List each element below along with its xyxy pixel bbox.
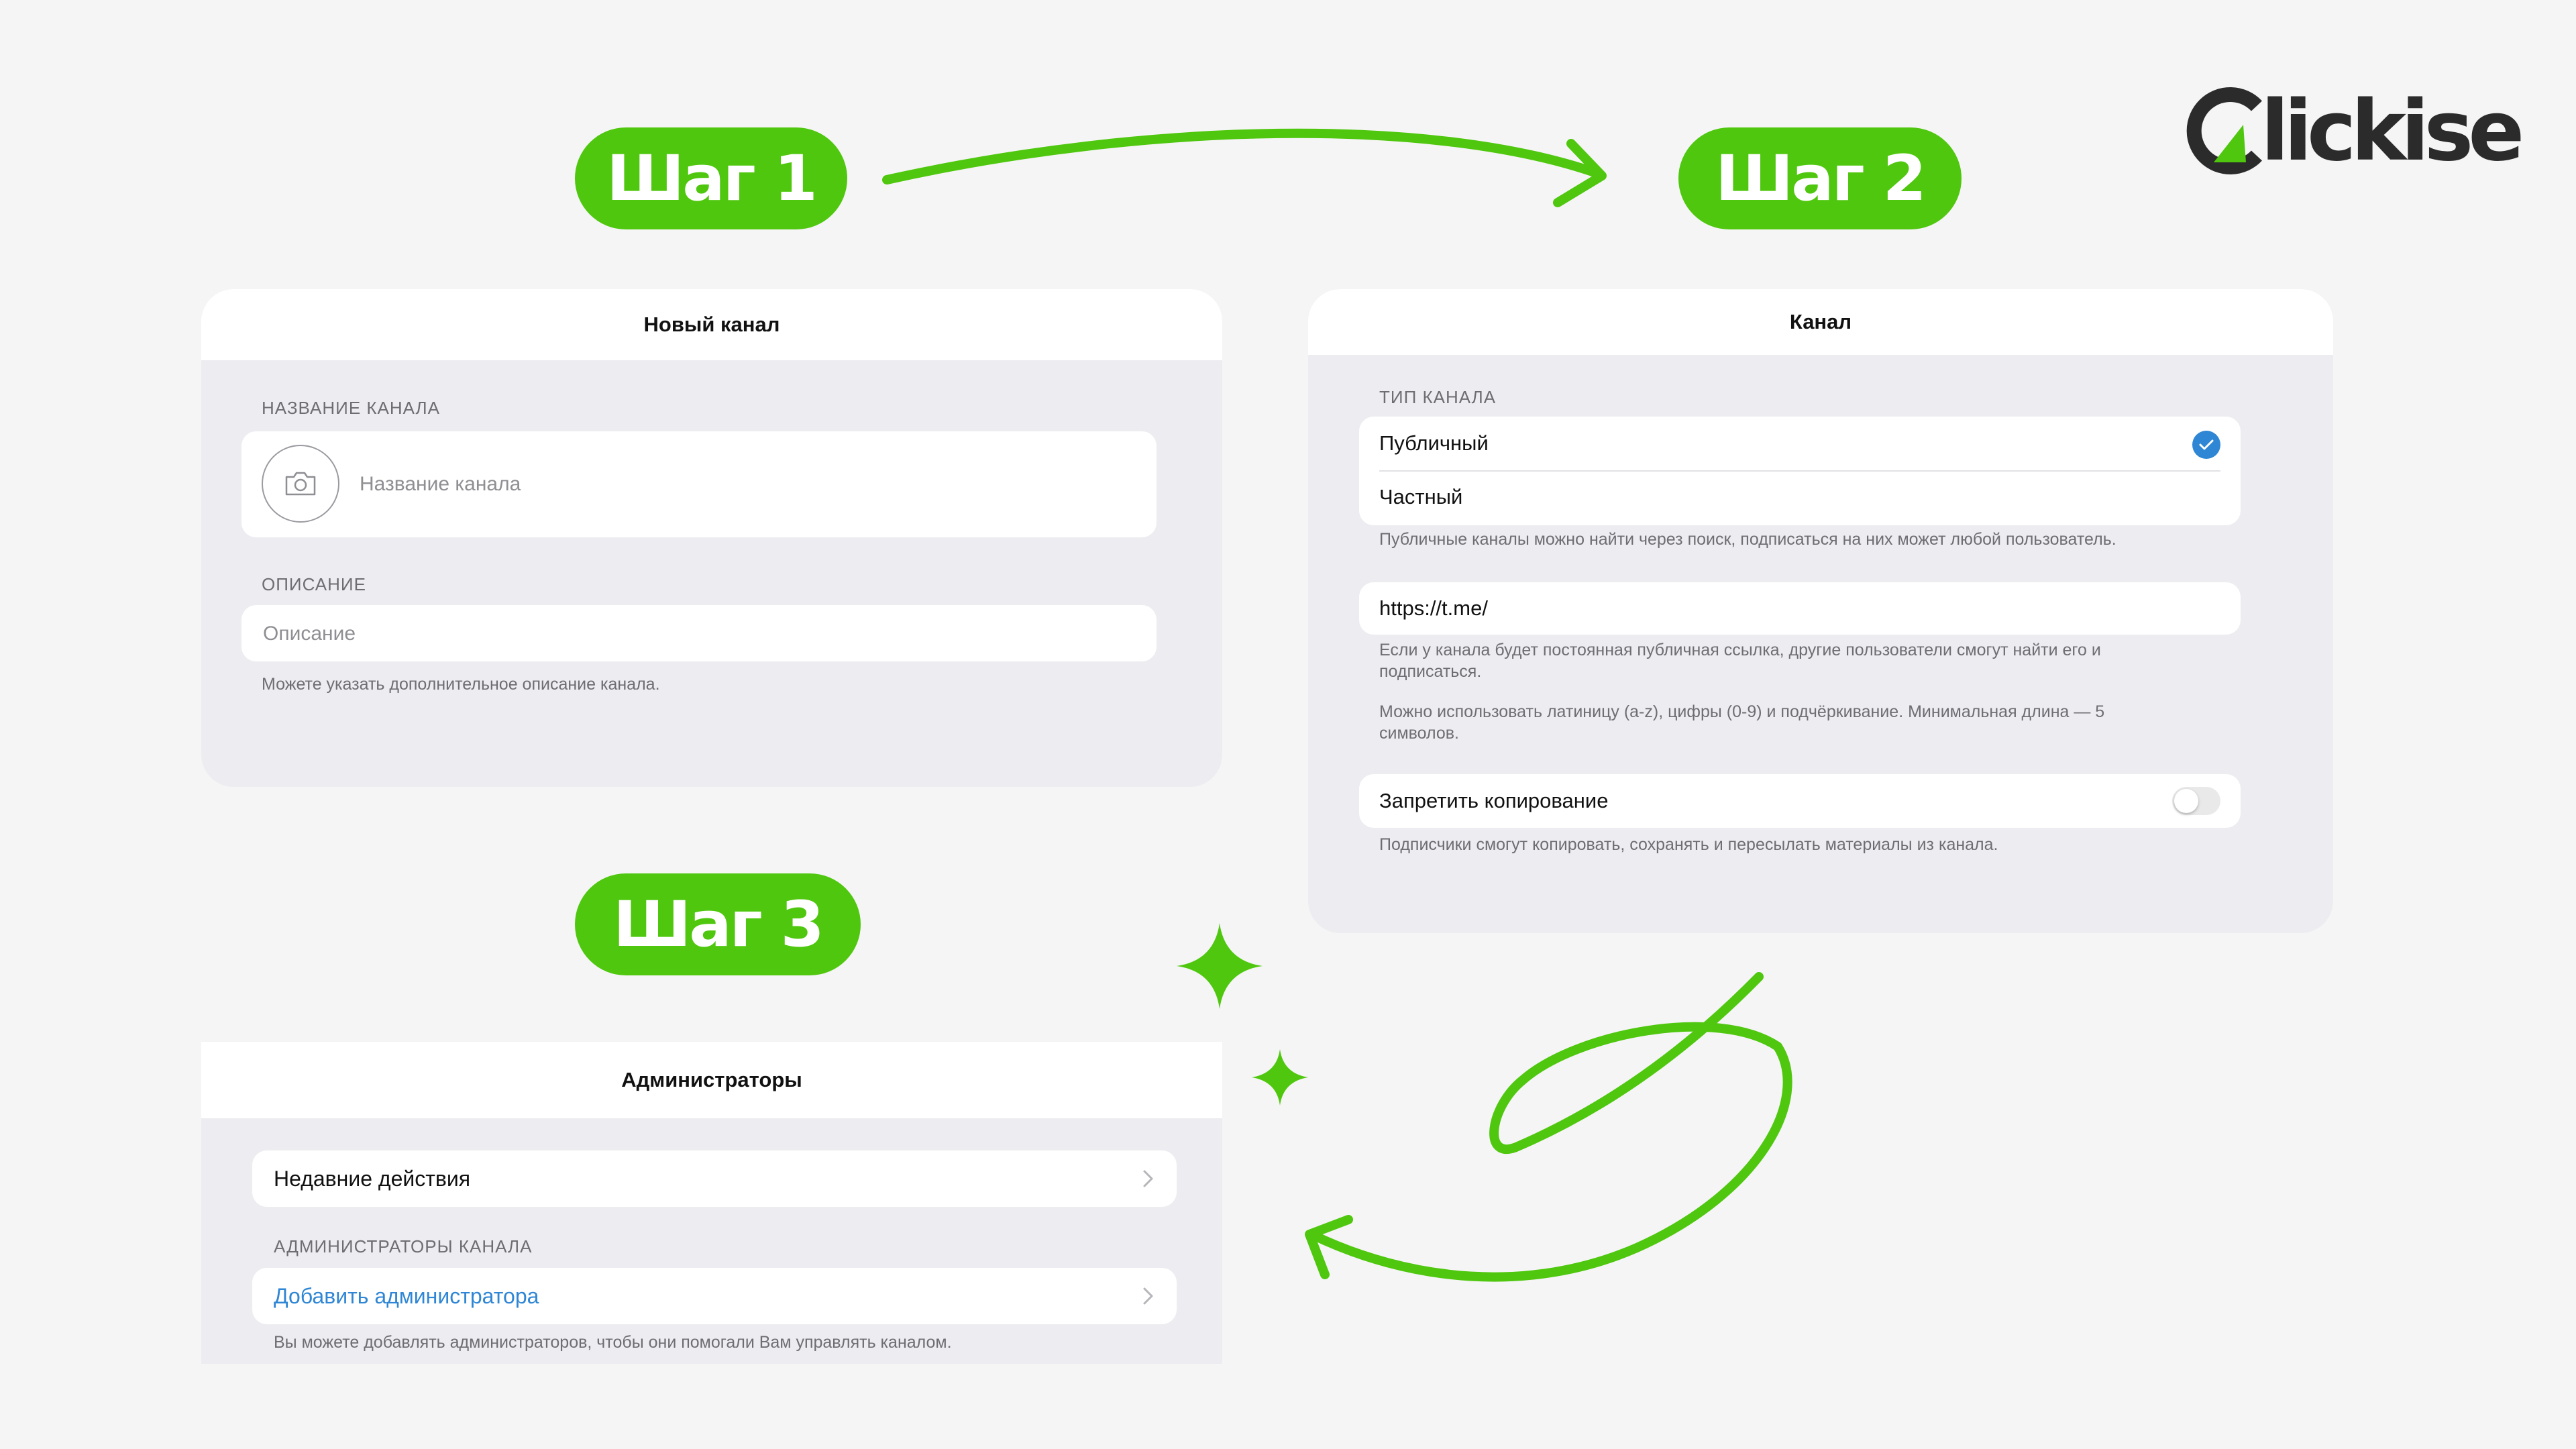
- link-hint-2-line-1: Можно использовать латиницу (a-z), цифры…: [1379, 702, 2105, 721]
- description-hint: Можете указать дополнительное описание к…: [262, 675, 660, 694]
- step-3-badge: Шаг 3: [575, 873, 861, 975]
- channel-name-input[interactable]: Название канала: [360, 473, 521, 495]
- loop-arrow-icon: [1305, 972, 1792, 1282]
- public-link-input[interactable]: https://t.me/: [1379, 596, 1488, 620]
- toggle-knob: [2174, 789, 2198, 813]
- channel-settings-panel: Канал ТИП КАНАЛА Публичный Частный Публи…: [1308, 289, 2333, 933]
- option-private[interactable]: Частный: [1379, 485, 1463, 508]
- description-card: Описание: [241, 605, 1157, 661]
- step-2-badge: Шаг 2: [1678, 127, 1962, 229]
- admins-section-label: АДМИНИСТРАТОРЫ КАНАЛА: [274, 1236, 533, 1256]
- sparkle-icon: [1177, 923, 1263, 1009]
- restrict-copy-hint: Подписчики смогут копировать, сохранять …: [1379, 835, 1998, 854]
- description-input[interactable]: Описание: [263, 623, 356, 645]
- description-section-label: ОПИСАНИЕ: [262, 574, 366, 594]
- option-public[interactable]: Публичный: [1379, 431, 1489, 455]
- recent-actions-label: Недавние действия: [274, 1167, 471, 1191]
- link-hint-1-line-1: Если у канала будет постоянная публичная…: [1379, 641, 2101, 659]
- administrators-panel: Администраторы Недавние действия АДМИНИС…: [201, 1042, 1222, 1364]
- link-hint-2-line-2: символов.: [1379, 724, 1460, 743]
- logo-wordmark: lickise: [2261, 83, 2524, 180]
- step-1-badge: Шаг 1: [575, 127, 847, 229]
- new-channel-title: Новый канал: [201, 289, 1222, 360]
- chevron-right-icon: [1143, 1170, 1153, 1187]
- restrict-copy-label: Запретить копирование: [1379, 789, 1609, 812]
- sparkle-icon: [1252, 1049, 1308, 1106]
- new-channel-panel: Новый канал НАЗВАНИЕ КАНАЛА Название кан…: [201, 289, 1222, 787]
- arrow-icon: [882, 128, 1607, 207]
- link-hint-1-line-2: подписаться.: [1379, 662, 1482, 681]
- public-link-card: https://t.me/: [1359, 582, 2241, 635]
- checkmark-icon: [2192, 431, 2220, 459]
- logo-mark-icon: [2186, 87, 2262, 174]
- camera-icon[interactable]: [262, 445, 339, 523]
- restrict-copy-card: Запретить копирование: [1359, 774, 2241, 828]
- channel-name-section-label: НАЗВАНИЕ КАНАЛА: [262, 398, 440, 418]
- channel-type-section-label: ТИП КАНАЛА: [1379, 387, 1497, 407]
- divider: [1379, 470, 2220, 472]
- admins-hint: Вы можете добавлять администраторов, что…: [274, 1333, 952, 1352]
- recent-actions-row[interactable]: Недавние действия: [252, 1150, 1177, 1207]
- administrators-title: Администраторы: [201, 1042, 1222, 1118]
- channel-type-card: Публичный Частный: [1359, 417, 2241, 525]
- add-admin-row[interactable]: Добавить администратора: [252, 1268, 1177, 1324]
- channel-name-card: Название канала: [241, 431, 1157, 537]
- restrict-copy-toggle[interactable]: [2172, 787, 2220, 815]
- channel-type-hint: Публичные каналы можно найти через поиск…: [1379, 530, 2116, 549]
- channel-settings-title: Канал: [1308, 289, 2333, 355]
- chevron-right-icon: [1143, 1287, 1153, 1305]
- add-admin-button[interactable]: Добавить администратора: [274, 1284, 539, 1308]
- clickise-logo: lickise: [2182, 80, 2524, 181]
